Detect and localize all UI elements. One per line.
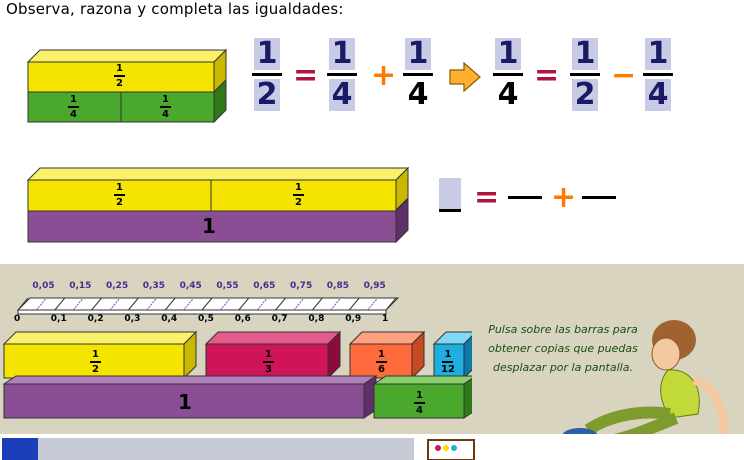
eq2-blank-1[interactable] (508, 196, 542, 199)
abacus-icon[interactable] (426, 438, 476, 460)
ruler-tick (385, 297, 397, 311)
ruler-half-tick (293, 297, 305, 311)
ruler-tick (164, 297, 176, 311)
row2-bars (26, 166, 410, 244)
eq1-minus: − (611, 58, 637, 93)
ruler-tick (54, 297, 66, 311)
row1-bars (26, 48, 228, 124)
hint-text: Pulsa sobre las barras para obtener copi… (488, 323, 638, 374)
bottom-grid-icon[interactable] (2, 438, 38, 460)
ruler-half-tick (109, 297, 121, 311)
eq1-equals-2: = (534, 58, 560, 93)
ruler-half-tick (220, 297, 231, 311)
ruler-tick-label: 0,3 (124, 314, 141, 324)
ruler-upper-label: 0,15 (69, 281, 92, 291)
ruler-half-tick (183, 297, 194, 311)
ruler-tick (348, 297, 360, 311)
ruler-half-tick (146, 297, 158, 311)
ruler-tick (312, 297, 323, 311)
ruler-upper-label: 0,45 (179, 281, 202, 291)
ruler-tick-label: 1 (382, 314, 389, 324)
ruler-tick (17, 297, 29, 311)
ruler-upper-label: 0,35 (142, 281, 166, 291)
ruler-upper-label: 0,25 (106, 281, 129, 291)
ruler-tick-label: 0,1 (50, 314, 67, 324)
instruction-text: Observa, razona y completa las igualdade… (6, 0, 344, 18)
ruler-tick-label: 0 (14, 314, 21, 324)
ruler-upper-label: 0,55 (216, 281, 239, 291)
ruler-tick (238, 297, 250, 311)
ruler-tick-label: 0,2 (87, 314, 104, 324)
eq2-plus: + (551, 180, 577, 215)
ruler[interactable] (14, 290, 404, 318)
eq2-answer-box[interactable] (439, 178, 461, 209)
row2-unit-label: 1 (202, 214, 216, 238)
eq2-answer-line (439, 209, 461, 212)
arrow-right-icon (449, 62, 481, 92)
bottom-banner (2, 438, 414, 460)
ruler-tick (275, 297, 286, 311)
ruler-half-tick (36, 297, 47, 311)
ruler-half-tick (256, 297, 268, 311)
ruler-upper-label: 0,65 (253, 281, 276, 291)
ruler-upper-label: 0,05 (32, 281, 55, 291)
ruler-half-tick (72, 297, 84, 311)
eq1-equals: = (293, 58, 319, 93)
ruler-tick-label: 0,5 (198, 314, 214, 324)
ruler-upper-label: 0,95 (363, 281, 386, 291)
eq1-plus: + (371, 58, 397, 93)
ruler-tick-label: 0,4 (161, 314, 178, 324)
ruler-tick-label: 0,6 (234, 314, 251, 324)
ruler-tick (128, 297, 139, 311)
workspace-bars (2, 330, 472, 419)
eq2-blank-2[interactable] (582, 196, 616, 199)
ruler-half-tick (367, 297, 378, 311)
ws-unit-label[interactable]: 1 (178, 390, 192, 414)
ruler-tick (91, 297, 102, 311)
ruler-tick (201, 297, 213, 311)
ruler-tick-label: 0,8 (308, 314, 325, 324)
ruler-upper-label: 0,75 (290, 281, 313, 291)
ruler-upper-label: 0,85 (326, 281, 350, 291)
ruler-half-tick (330, 297, 342, 311)
ruler-tick-label: 0,7 (271, 314, 288, 324)
eq2-equals: = (474, 180, 500, 215)
bottom-strip (0, 434, 744, 460)
ruler-tick-label: 0,9 (345, 314, 362, 324)
